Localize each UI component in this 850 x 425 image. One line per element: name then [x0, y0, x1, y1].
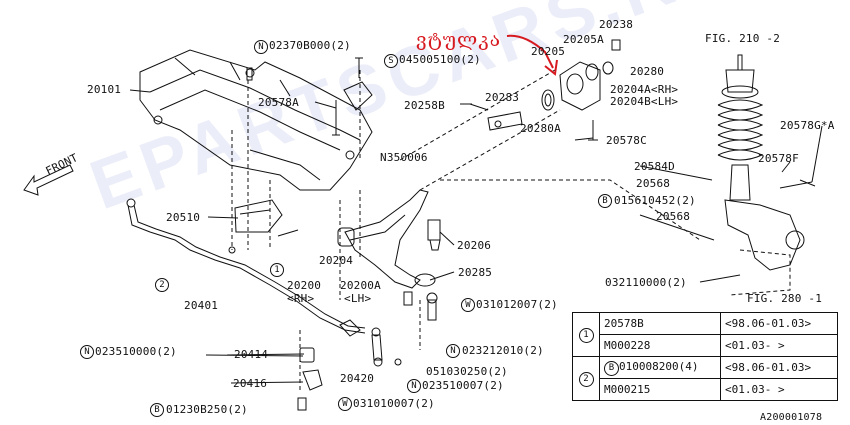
legend-part: 20578B [599, 312, 721, 335]
label-01230b250: 01230B250(2) [166, 403, 248, 416]
prefix-w-icon: W [461, 298, 475, 312]
prefix-b-icon: B [150, 403, 164, 417]
label-20568-b: 20568 [656, 210, 691, 223]
label-20283: 20283 [485, 91, 520, 104]
label-032110000: 032110000(2) [605, 276, 687, 289]
annotation-arrow [506, 34, 558, 76]
label-20280: 20280 [630, 65, 665, 78]
label-20510: 20510 [166, 211, 201, 224]
table-row: M000215 <01.03- > [573, 378, 838, 401]
label-20414: 20414 [234, 348, 269, 361]
label-20204a-rh: 20204A<RH> [610, 83, 679, 96]
label-20101: 20101 [87, 83, 122, 96]
prefix-n-icon: N [254, 40, 268, 54]
legend-date: <98.06-01.03> [720, 356, 838, 379]
crossmember-drawing [139, 49, 373, 191]
legend-date: <01.03- > [720, 334, 838, 357]
leader-lines [129, 89, 823, 384]
strut-assembly-drawing [717, 54, 816, 271]
label-20204b-lh: 20204B<LH> [610, 95, 679, 108]
prefix-b-icon: B [604, 360, 619, 376]
legend-date: <01.03- > [720, 378, 838, 401]
stabilizer-bar-drawing [126, 198, 366, 411]
stabilizer-link-drawing [371, 291, 438, 367]
prefix-n-icon: N [446, 344, 460, 358]
label-20401: 20401 [184, 299, 219, 312]
bracket-20510-drawing [228, 199, 283, 254]
label-20416: 20416 [233, 377, 268, 390]
label-20578g: 20578G*A [780, 119, 835, 132]
label-20204: 20204 [319, 254, 354, 267]
diagram-id: A200001078 [760, 412, 823, 423]
annotation-note: ვტულკა [416, 29, 501, 51]
label-023510007: 023510007(2) [422, 379, 504, 392]
legend-key-2: 2 [572, 356, 600, 401]
label-20280a: 20280A [520, 122, 561, 135]
label-20238: 20238 [599, 18, 634, 31]
label-rh: <RH> [287, 292, 315, 305]
legend-part: M000228 [599, 334, 721, 357]
label-023212010: 023212010(2) [462, 344, 544, 357]
label-045005100: 045005100(2) [399, 53, 481, 66]
label-015610452: 015610452(2) [614, 194, 696, 207]
label-20578a: 20578A [258, 96, 299, 109]
label-20205a: 20205A [563, 33, 604, 46]
label-051030250: 051030250(2) [426, 365, 508, 378]
legend-key-1: 1 [572, 312, 600, 357]
fig-ref-bottom: FIG. 280 -1 [747, 292, 823, 305]
label-n350006: N350006 [380, 151, 428, 164]
label-20200a: 20200A [340, 279, 381, 292]
label-02370b000: 02370B000(2) [269, 39, 351, 52]
callout-2: 2 [155, 278, 169, 292]
prefix-n-icon: N [80, 345, 94, 359]
bushing-mount-drawing [469, 39, 621, 131]
front-arrow-drawing [23, 164, 74, 196]
label-lh: <LH> [344, 292, 372, 305]
legend-date: <98.06-01.03> [720, 312, 838, 335]
bolts-drawing [246, 57, 598, 237]
alignment-lines [231, 69, 791, 390]
prefix-b-icon: B [598, 194, 612, 208]
legend-table: 1 20578B <98.06-01.03> M000228 <01.03- >… [572, 312, 838, 401]
prefix-s-icon: S [384, 54, 398, 68]
callout-1: 1 [270, 263, 284, 277]
label-20578f: 20578F [758, 152, 799, 165]
table-row: M000228 <01.03- > [573, 334, 838, 357]
prefix-w-icon: W [338, 397, 352, 411]
label-20420: 20420 [340, 372, 375, 385]
label-031012007: 031012007(2) [476, 298, 558, 311]
legend-part: M000215 [599, 378, 721, 401]
label-20200: 20200 [287, 279, 322, 292]
label-20206: 20206 [457, 239, 492, 252]
label-20205: 20205 [531, 45, 566, 58]
label-20584d: 20584D [634, 160, 675, 173]
label-20258b: 20258B [404, 99, 445, 112]
control-arm-drawing [337, 189, 441, 289]
fig-ref-top: FIG. 210 -2 [705, 32, 781, 45]
label-031010007: 031010007(2) [353, 397, 435, 410]
table-row: 1 20578B <98.06-01.03> [572, 312, 838, 357]
label-023510000: 023510000(2) [95, 345, 177, 358]
label-20578c: 20578C [606, 134, 647, 147]
label-20568-a: 20568 [636, 177, 671, 190]
prefix-n-icon: N [407, 379, 421, 393]
label-20285: 20285 [458, 266, 493, 279]
